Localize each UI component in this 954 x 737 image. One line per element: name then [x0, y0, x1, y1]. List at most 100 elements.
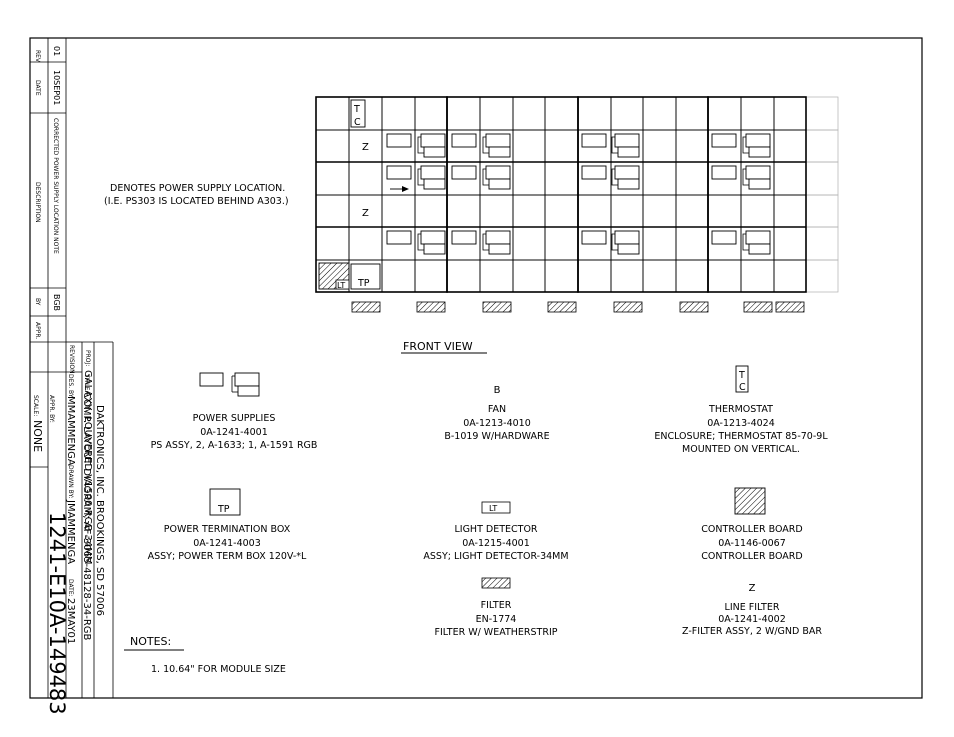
svg-text:LIGHT DETECTOR: LIGHT DETECTOR — [454, 524, 537, 535]
svg-text:(I.E. PS303 IS LOCATED BEHIND: (I.E. PS303 IS LOCATED BEHIND A303.) — [104, 196, 289, 207]
grid-cell — [675, 194, 709, 228]
grid-cell — [512, 96, 546, 131]
by-value: BGB — [52, 294, 61, 311]
line-filter-symbol: Z — [362, 142, 369, 153]
power-supply-double-icon — [742, 133, 771, 158]
grid-cell — [414, 96, 448, 131]
grid-cell — [773, 129, 807, 163]
power-supply-single-icon — [581, 230, 607, 245]
thermostat-symbol: T C — [350, 99, 366, 128]
svg-text:0A-1241-4001: 0A-1241-4001 — [200, 427, 268, 438]
filter-row — [351, 301, 805, 313]
power-supply-single-icon — [386, 165, 412, 180]
grid-cell — [675, 161, 709, 196]
grid-cell — [805, 259, 839, 293]
grid-cell — [315, 96, 350, 131]
title-block: SCALE: NONE APPR. BY: 1241-E10A-149483 D… — [30, 341, 114, 715]
power-supply-single-icon — [581, 165, 607, 180]
grid-cell — [544, 129, 579, 163]
legend-controller-board: CONTROLLER BOARD 0A-1146-0067 CONTROLLER… — [701, 487, 803, 562]
grid-cell — [512, 161, 546, 196]
legend-fan: B FAN 0A-1213-4010 B-1019 W/HARDWARE — [444, 385, 549, 442]
front-view-label: FRONT VIEW — [403, 340, 473, 353]
scale-label: SCALE: — [32, 395, 39, 416]
grid-cell — [707, 259, 742, 293]
svg-text:T: T — [353, 104, 360, 115]
grid-cell — [512, 259, 546, 293]
svg-text:EN-1774: EN-1774 — [476, 614, 517, 625]
grid-cell — [577, 96, 612, 131]
power-supply-single-icon — [711, 165, 737, 180]
grid-cell — [315, 194, 350, 228]
power-supply-double-icon — [611, 230, 640, 255]
grid-cell — [740, 96, 775, 131]
power-supply-double-icon — [417, 133, 446, 158]
grid-cell — [773, 194, 807, 228]
grid-cell — [446, 259, 481, 293]
grid-cell — [773, 259, 807, 293]
grid-cell — [610, 194, 644, 228]
power-supply-double-icon — [611, 165, 640, 190]
grid-cell — [805, 194, 839, 228]
grid-cell — [479, 96, 514, 131]
grid-cell — [381, 96, 416, 131]
grid-cell — [642, 194, 677, 228]
svg-text:DENOTES POWER SUPPLY LOCATION.: DENOTES POWER SUPPLY LOCATION. — [110, 183, 285, 194]
grid-cell — [675, 226, 709, 261]
grid-cell — [805, 226, 839, 261]
power-supply-double-icon — [417, 165, 446, 190]
grid-cell — [805, 129, 839, 163]
drawn-by-label: DRAWN BY: — [67, 465, 74, 498]
grid-cell — [544, 161, 579, 196]
svg-text:ASSY; POWER TERM BOX 120V-*L: ASSY; POWER TERM BOX 120V-*L — [148, 551, 307, 562]
power-supply-double-icon — [611, 133, 640, 158]
grid-cell — [381, 259, 416, 293]
svg-text:POWER SUPPLIES: POWER SUPPLIES — [193, 413, 276, 424]
light-detector-symbol: LT — [335, 279, 350, 290]
grid-cell — [315, 226, 350, 261]
grid-cell — [675, 259, 709, 293]
grid-cell — [675, 96, 709, 131]
appr-by-label: APPR. BY: — [48, 395, 55, 423]
grid-cell — [479, 259, 514, 293]
grid-cell — [381, 194, 416, 228]
grid-cell — [675, 129, 709, 163]
date-value: 10SEP01 — [52, 70, 61, 105]
scale-value: NONE — [31, 420, 44, 452]
des-by-label: DES. BY: — [67, 374, 74, 399]
svg-text:0A-1213-4010: 0A-1213-4010 — [463, 418, 531, 429]
svg-text:LINE FILTER: LINE FILTER — [725, 602, 780, 613]
grid-cell — [544, 96, 579, 131]
filter-icon — [743, 301, 773, 313]
power-supply-double-icon — [742, 230, 771, 255]
svg-text:POWER TERMINATION BOX: POWER TERMINATION BOX — [164, 524, 291, 535]
grid-cell — [707, 96, 742, 131]
svg-text:0A-1241-4002: 0A-1241-4002 — [718, 614, 786, 625]
svg-text:CONTROLLER BOARD: CONTROLLER BOARD — [701, 524, 802, 535]
grid-cell — [642, 129, 677, 163]
grid-cell — [610, 96, 644, 131]
grid-cell — [642, 259, 677, 293]
power-supply-single-icon — [581, 133, 607, 148]
filter-icon — [547, 301, 577, 313]
svg-text:0A-1215-4001: 0A-1215-4001 — [462, 538, 530, 549]
svg-text:FAN: FAN — [488, 404, 506, 415]
project-value: GALAXY, LOUVERED V1500 RGB 34MM — [82, 370, 93, 564]
grid-cell — [805, 161, 839, 196]
notes: NOTES: 1. 10.64" FOR MODULE SIZE — [124, 635, 286, 675]
grid-cell — [740, 194, 775, 228]
grid-cell — [315, 129, 350, 163]
svg-text:FILTER W/ WEATHERSTRIP: FILTER W/ WEATHERSTRIP — [435, 627, 558, 638]
power-supply-callout: DENOTES POWER SUPPLY LOCATION. (I.E. PS3… — [104, 183, 409, 207]
description-value: CORRECTED POWER SUPPLY LOCATION NOTE — [52, 118, 59, 254]
revision-caption: REVISION — [68, 345, 75, 374]
legend-thermostat: T C THERMOSTAT 0A-1213-4024 ENCLOSURE; T… — [654, 365, 828, 455]
svg-text:C: C — [739, 382, 746, 393]
svg-text:Z-FILTER ASSY, 2 W/GND BAR: Z-FILTER ASSY, 2 W/GND BAR — [682, 626, 822, 637]
drawing-title: COMP. LAYOUT DIAGRAM; AF-3065-48128-34-R… — [81, 392, 92, 641]
legend-line-filter: Z LINE FILTER 0A-1241-4002 Z-FILTER ASSY… — [682, 583, 822, 637]
power-supply-single-icon — [711, 230, 737, 245]
grid-cell — [348, 161, 383, 196]
filter-icon — [482, 301, 512, 313]
